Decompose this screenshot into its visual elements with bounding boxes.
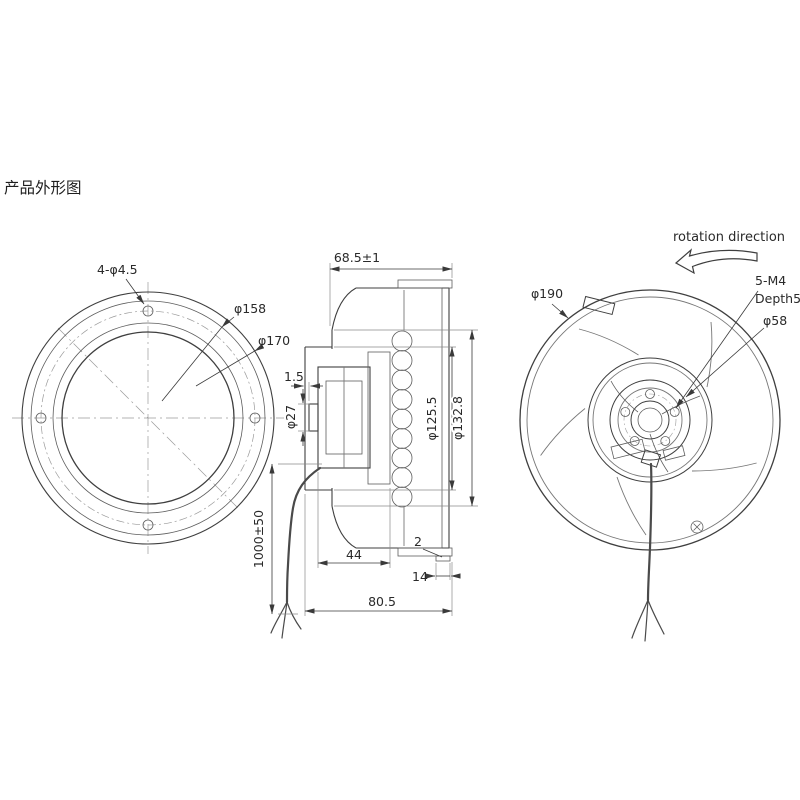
dim-label-d170: φ170 bbox=[258, 333, 290, 348]
dim-depth-68-5: 68.5±1 bbox=[329, 250, 453, 326]
rotation-direction: rotation direction bbox=[673, 230, 785, 275]
dim-rear-screws: 5-M4 Depth5 bbox=[675, 273, 800, 409]
dim-inlet-d125-5: φ125.5 bbox=[334, 346, 456, 491]
side-impeller-blades bbox=[391, 290, 413, 546]
dim-label-ring: φ132.8 bbox=[450, 396, 465, 440]
rear-cable bbox=[631, 449, 665, 642]
dim-gap-1-5: 1.5 bbox=[284, 369, 323, 401]
dim-label-depth: 68.5±1 bbox=[334, 250, 380, 265]
dim-label-motor: 44 bbox=[346, 547, 362, 562]
dim-overall-80-5: 80.5 bbox=[304, 494, 453, 616]
dim-label-foot: 14 bbox=[412, 569, 428, 584]
rear-screw-detail bbox=[690, 520, 704, 534]
dim-label-d190: φ190 bbox=[531, 286, 563, 301]
dim-rear-d58: φ58 bbox=[685, 313, 787, 398]
dim-label-step: 2 bbox=[414, 534, 422, 549]
dim-label-screws: 5-M4 bbox=[755, 273, 786, 288]
front-flange-circles bbox=[21, 291, 275, 545]
dim-ring-d132-8: φ132.8 bbox=[334, 329, 478, 507]
dim-label-inlet: φ125.5 bbox=[424, 396, 439, 440]
rear-view: rotation direction φ190 5-M4 Depth5 φ58 bbox=[519, 230, 800, 642]
side-cable bbox=[270, 466, 322, 639]
side-housing-outline bbox=[304, 279, 453, 562]
dim-foot-14: 14 bbox=[412, 563, 461, 584]
dim-label-overall: 80.5 bbox=[368, 594, 396, 609]
front-view: 4-φ4.5 φ158 φ170 bbox=[12, 262, 290, 554]
dim-label-shaft: φ27 bbox=[283, 405, 298, 429]
rotation-arrow-icon bbox=[674, 248, 758, 275]
side-view: 68.5±1 1.5 φ27 φ125.5 φ132.8 bbox=[249, 250, 478, 639]
rear-label-tags bbox=[582, 295, 686, 461]
front-centerlines bbox=[12, 282, 284, 554]
rear-blade-arcs bbox=[540, 321, 757, 536]
dim-label-d58: φ58 bbox=[763, 313, 787, 328]
dim-step-2: 2 bbox=[414, 534, 443, 558]
dim-label-gap: 1.5 bbox=[284, 369, 304, 384]
dim-rear-d190: φ190 bbox=[531, 286, 569, 319]
dim-label-cable: 1000±50 bbox=[251, 510, 266, 568]
dim-cable-1000: 1000±50 bbox=[249, 463, 322, 615]
page-title: 产品外形图 bbox=[4, 179, 82, 197]
dim-motor-44: 44 bbox=[317, 472, 391, 568]
rotation-direction-label: rotation direction bbox=[673, 230, 785, 245]
dim-label-d158: φ158 bbox=[234, 301, 266, 316]
side-motor bbox=[308, 351, 391, 485]
dim-front-holes: 4-φ4.5 bbox=[97, 262, 145, 305]
dim-front-d158: φ158 bbox=[161, 301, 266, 402]
dim-front-d170: φ170 bbox=[195, 333, 290, 387]
dim-label-holes: 4-φ4.5 bbox=[97, 262, 138, 277]
dim-shaft-d27: φ27 bbox=[281, 389, 310, 446]
dim-label-screw-depth: Depth5 bbox=[755, 291, 800, 306]
front-mounting-holes bbox=[35, 305, 261, 531]
rear-screw-holes bbox=[620, 389, 680, 446]
